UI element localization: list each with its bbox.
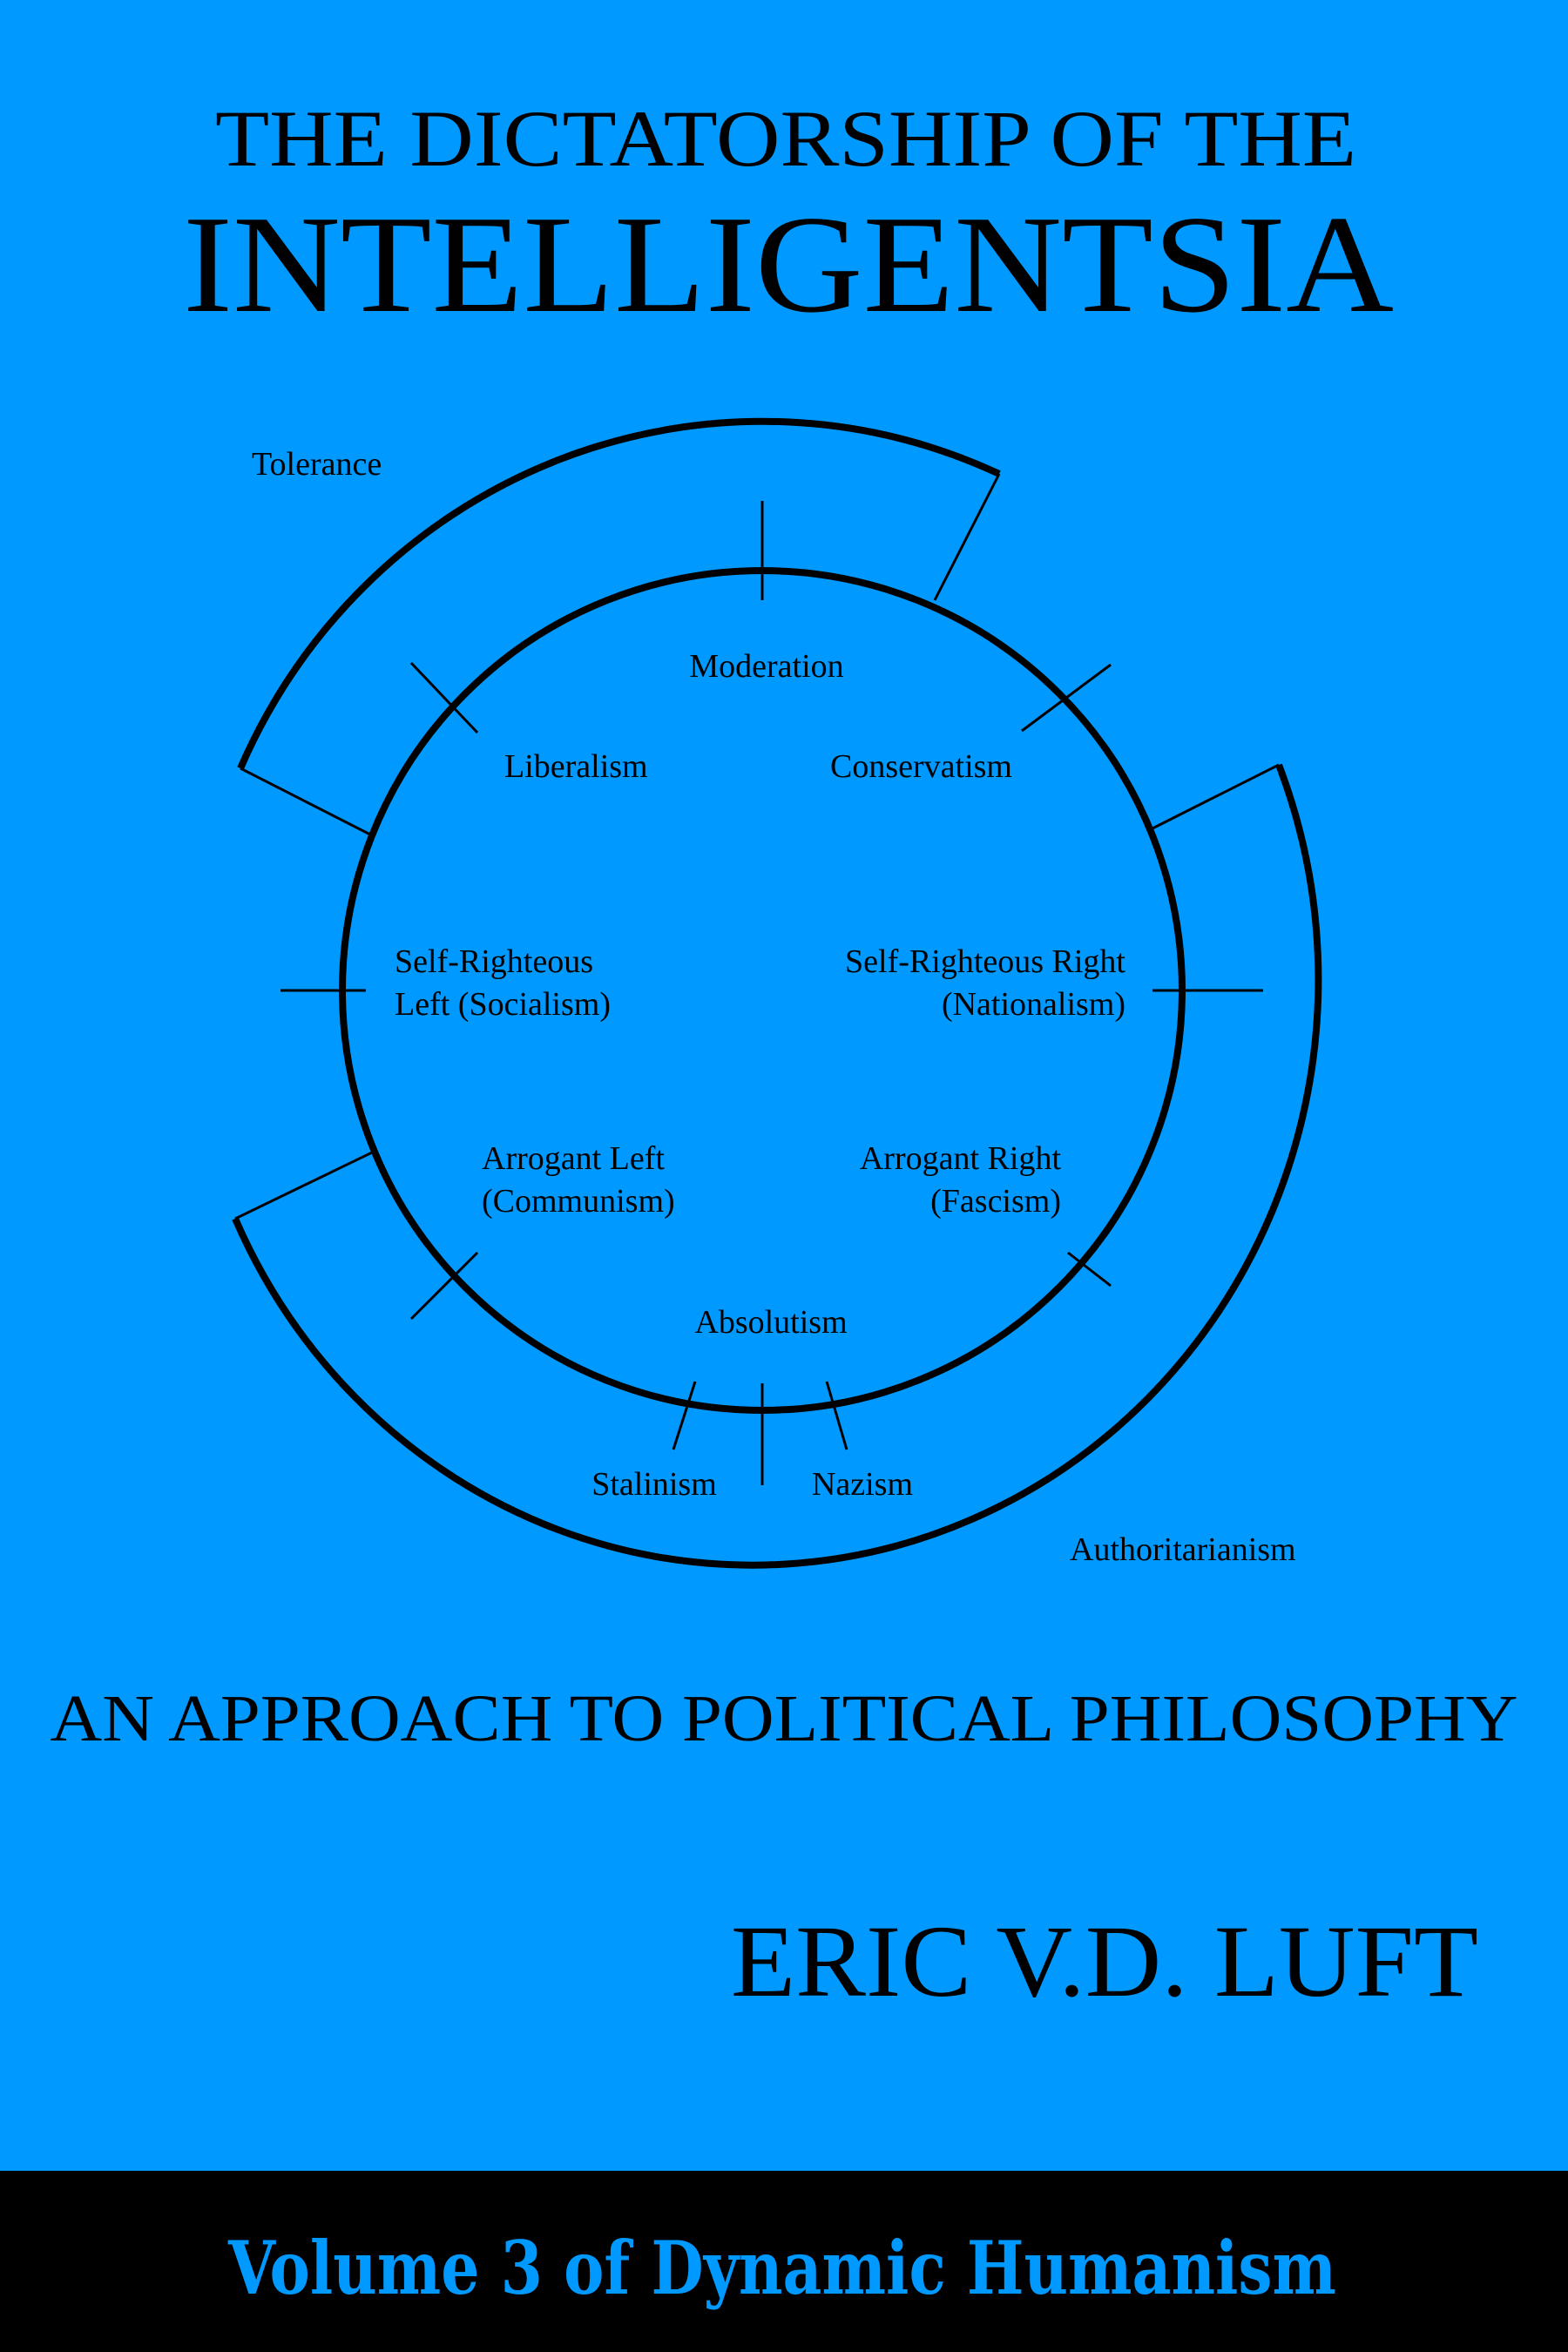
- title-line-1: THE DICTATORSHIP OF THE: [215, 94, 1356, 183]
- tolerance-connector-right: [933, 473, 1001, 601]
- label-arrogant-left-2: (Communism): [482, 1183, 675, 1220]
- subtitle: AN APPROACH TO POLITICAL PHILOSOPHY: [51, 1682, 1518, 1755]
- tolerance-connector-left: [240, 767, 371, 836]
- author-name: ERIC V.D. LUFT: [731, 1904, 1478, 2018]
- tick-liberalism: [409, 661, 479, 734]
- label-self-righteous-right-1: Self-Righteous Right: [845, 943, 1125, 980]
- label-self-righteous-left-2: Left (Socialism): [395, 986, 611, 1023]
- tick-arrogant-left: [409, 1251, 479, 1321]
- label-self-righteous-left-1: Self-Righteous: [395, 943, 593, 980]
- label-arrogant-right-1: Arrogant Right: [860, 1140, 1062, 1177]
- tick-conservatism: [1021, 663, 1112, 733]
- title-line-2: INTELLIGENTSIA: [183, 186, 1394, 341]
- label-tolerance: Tolerance: [252, 446, 382, 483]
- label-moderation: Moderation: [689, 648, 843, 685]
- label-liberalism: Liberalism: [504, 748, 648, 785]
- label-authoritarianism: Authoritarianism: [1070, 1531, 1296, 1568]
- label-arrogant-right-2: (Fascism): [930, 1183, 1061, 1220]
- authoritarianism-arc: [232, 763, 1322, 1569]
- tick-arrogant-right: [1067, 1251, 1112, 1288]
- label-self-righteous-right-2: (Nationalism): [942, 986, 1125, 1023]
- authoritarianism-connector-bottom: [234, 1151, 373, 1220]
- label-stalinism: Stalinism: [591, 1466, 717, 1503]
- label-conservatism: Conservatism: [830, 748, 1012, 785]
- bottom-band: [0, 2171, 1568, 2352]
- political-spectrum-diagram: Tolerance Moderation Liberalism Conserva…: [232, 417, 1322, 1569]
- authoritarianism-connector-top: [1152, 763, 1280, 830]
- series-label: Volume 3 of Dynamic Humanism: [227, 2225, 1336, 2311]
- label-absolutism: Absolutism: [694, 1304, 847, 1341]
- tick-stalinism: [672, 1381, 697, 1450]
- tick-nazism: [825, 1381, 848, 1450]
- label-nazism: Nazism: [812, 1466, 913, 1503]
- label-arrogant-left-1: Arrogant Left: [482, 1140, 665, 1177]
- tolerance-arc: [237, 417, 1001, 770]
